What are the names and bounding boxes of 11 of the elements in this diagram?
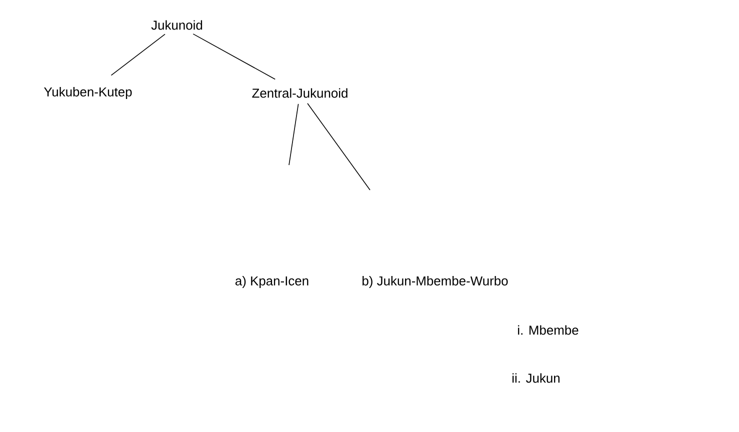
tree-line xyxy=(288,104,299,166)
tree-line xyxy=(192,34,276,80)
tree-line xyxy=(110,34,166,76)
list-item: ii. Jukun xyxy=(512,373,560,383)
tree-label: b) Jukun-Mbembe-Wurbo xyxy=(362,276,508,288)
tree-label: Jukunoid xyxy=(151,20,202,30)
tree-label: Zentral-Jukunoid xyxy=(252,88,348,98)
tree-label: a) Kpan-Icen xyxy=(235,276,308,288)
list-item: i. Mbembe xyxy=(518,325,578,335)
tree-line xyxy=(307,103,370,190)
tree-label: Yukuben-Kutep xyxy=(44,86,132,100)
